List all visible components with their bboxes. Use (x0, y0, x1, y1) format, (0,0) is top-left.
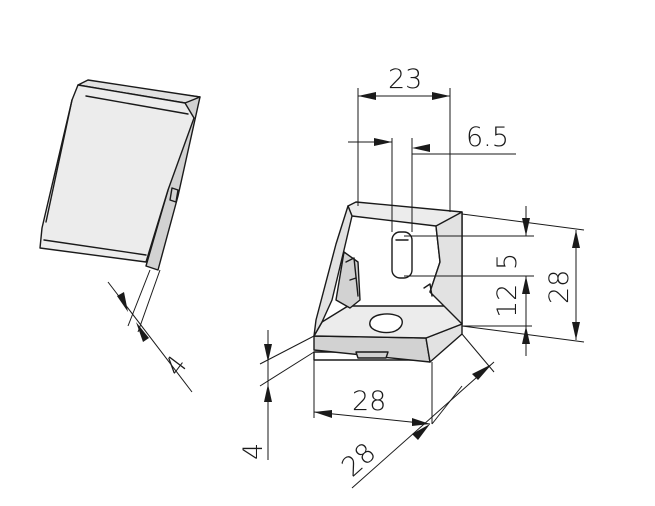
dimension-23: 23 (357, 64, 451, 212)
cover-cap (39, 79, 201, 271)
dimension-6-5: 6.5 (348, 122, 516, 232)
dimension-5-label: 5 (492, 253, 523, 270)
dimension-4-base-label: 4 (238, 443, 269, 460)
dimension-28-height-label: 28 (544, 270, 575, 304)
dimension-4-base: 4 (238, 330, 315, 460)
dimension-5: 5 (404, 206, 534, 294)
dimension-28-width-label: 28 (352, 386, 386, 417)
dimension-23-label: 23 (388, 64, 422, 95)
cap-thickness-dimension: 4 (107, 269, 194, 393)
dimension-28-height: 28 (461, 213, 585, 343)
dimension-6-5-label: 6.5 (466, 122, 509, 153)
base-slot (369, 313, 403, 334)
dimension-28-depth-label: 28 (336, 437, 382, 483)
dimension-12-label: 12 (492, 284, 523, 318)
vertical-slot (391, 231, 413, 279)
dimension-12: 12 (462, 276, 532, 356)
dimension-28-width: 28 (313, 360, 433, 426)
angle-bracket (313, 201, 463, 363)
